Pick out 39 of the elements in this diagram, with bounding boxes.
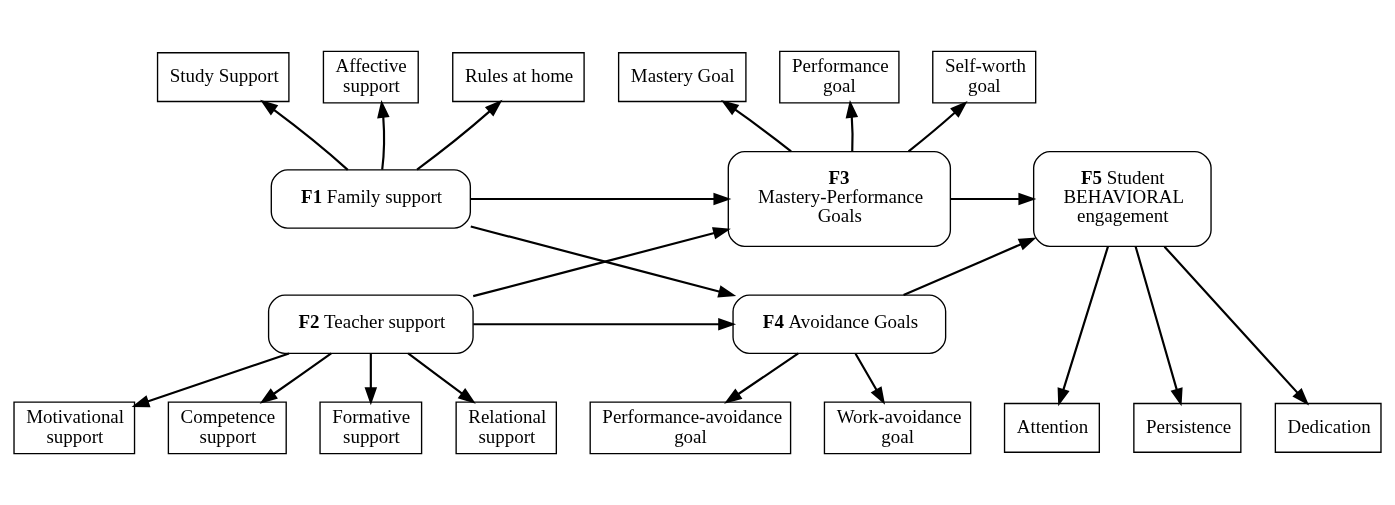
node-box: F1 Family support	[270, 169, 472, 229]
arrow	[724, 352, 799, 404]
arrow	[720, 99, 792, 153]
arrow	[377, 99, 390, 170]
node-box: Formative support	[319, 401, 423, 455]
node-box: Motivational support	[13, 401, 136, 455]
node-box: Competence support	[167, 401, 287, 455]
node-box: F4 Avoidance Goals	[732, 294, 947, 355]
node-box: Work-avoidance goal	[823, 401, 972, 455]
node-box: Mastery Goal	[617, 52, 747, 103]
arrow	[470, 192, 732, 206]
node-box: Attention	[1003, 402, 1100, 453]
node-box: Performance goal	[779, 50, 900, 104]
node-box: Self-worth goal	[932, 50, 1037, 104]
arrow	[950, 192, 1037, 206]
arrow	[854, 353, 886, 405]
arrow	[259, 352, 332, 404]
arrow	[907, 100, 968, 153]
arrow	[407, 352, 476, 404]
arrow	[416, 99, 503, 171]
node-box: F5 Student BEHAVIORAL engagement	[1032, 150, 1212, 248]
arrow	[1057, 246, 1109, 407]
arrow	[364, 353, 378, 406]
arrow	[473, 318, 737, 331]
node-box: Performance-avoidance goal	[589, 401, 792, 455]
node-box: Relational support	[455, 401, 557, 455]
arrow	[1134, 246, 1183, 407]
node-box: Dedication	[1274, 402, 1382, 453]
node-box: Persistence	[1133, 402, 1242, 453]
node-box: F2 Teacher support	[267, 294, 474, 355]
node-box: F3 Mastery-Performance Goals	[727, 150, 952, 248]
arrow	[131, 352, 290, 408]
node-box: Affective support	[322, 50, 419, 104]
node-box: Rules at home	[452, 52, 585, 103]
arrow	[903, 237, 1037, 297]
node-box: Study Support	[156, 52, 290, 103]
arrow	[1163, 245, 1310, 406]
arrow	[845, 99, 859, 152]
arrow	[260, 99, 349, 171]
